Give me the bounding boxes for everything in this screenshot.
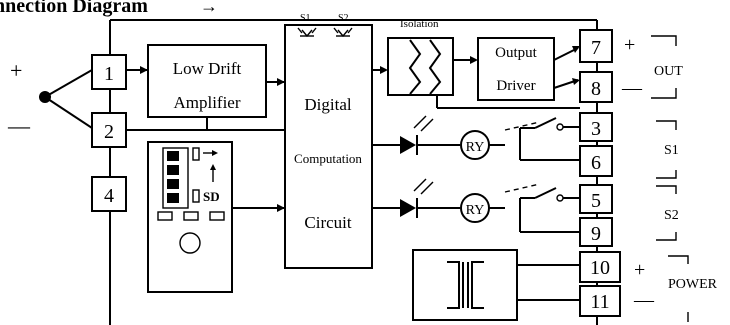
dip-switch-3 [167,179,179,189]
dip-switch-2 [167,165,179,175]
out-bracket-top [651,35,677,46]
sd-up-arrow-head [210,164,216,170]
sd-knob [179,232,201,254]
arrow-digital-isolation [380,66,388,74]
power-label: POWER [668,277,718,292]
terminal-5-label: 5 [591,190,601,212]
input-wire-minus [44,96,93,129]
terminal-4-label: 4 [104,185,114,207]
sd-label: SD [203,189,220,204]
input-wire-plus [44,69,93,98]
arrow-driver-t8 [572,78,580,85]
input-minus-sign: — [7,113,31,138]
sd-indicator-2 [192,189,200,203]
terminal-2-label: 2 [104,121,114,143]
digital-label-line1: Digital [304,95,351,114]
relay-1-contact [534,117,557,129]
led-s1-icon [297,27,317,38]
diagram-title: nnection Diagram [0,0,148,17]
digital-computation-block [284,24,373,269]
out-bracket-bottom [651,88,677,99]
terminal-11-label: 11 [590,291,609,313]
s2-bracket-bottom [656,232,677,241]
s2-bracket-top [656,185,677,194]
power-minus-sign: — [633,289,655,311]
photodiode-2-icon [400,199,416,217]
relay-2-contact [534,187,557,199]
arrow-t1-amp [140,66,148,74]
terminal-1-label: 1 [104,63,114,85]
isolation-block [387,37,454,96]
sd-pad-1 [157,211,173,221]
title-arrow: → [200,0,218,16]
input-plus-sign: + [10,58,22,83]
terminal-5 [579,184,613,214]
led-s1-label: S1 [300,13,311,24]
relay-coil-1-label: RY [466,140,485,155]
terminal-4 [91,176,127,212]
isolation-label: Isolation [400,18,439,30]
relay-1-linkage [504,121,541,131]
s2-output-label: S2 [664,208,679,223]
power-bracket-top [668,255,689,264]
amplifier-label-line1: Low Drift [173,59,242,78]
driver-label-line1: Output [495,45,538,61]
terminal-6-label: 6 [591,152,601,174]
transformer-icon [447,261,484,309]
arrow-driver-t7 [572,46,580,53]
dip-switch-4 [167,193,179,203]
arrow-amp-digital [277,78,285,86]
relay-1-node [556,123,564,131]
terminal-8 [579,71,613,103]
out-label: OUT [654,64,683,79]
led-s2-label: S2 [338,13,349,24]
terminal-7 [579,29,613,63]
isolation-coupler-right [428,39,442,95]
s1-bracket-top [656,120,677,130]
relay-2-linkage [504,183,541,193]
led-s2-icon [333,27,353,38]
amplifier-label-line2: Amplifier [173,93,240,112]
terminal-10 [579,251,621,283]
sd-pad-2 [183,211,199,221]
photodiode-1-ray-a [413,115,427,129]
terminal-1 [91,54,127,90]
terminal-3-label: 3 [591,118,601,140]
terminal-8-label: 8 [591,78,601,100]
power-plus-sign: + [634,259,645,281]
s1-output-label: S1 [664,143,679,158]
photodiode-2-ray-a [413,178,427,192]
driver-label-line2: Driver [496,78,535,94]
terminal-11 [579,285,621,317]
sd-indicator-1 [192,147,200,161]
out-minus-sign: — [621,77,643,99]
isolation-coupler-left [408,39,422,95]
out-plus-sign: + [624,34,635,56]
photodiode-1-ray-b [420,118,434,132]
relay-2-node [556,194,564,202]
output-driver-block [477,37,555,101]
digital-label-line2: Computation [294,151,362,166]
photodiode-2-ray-b [420,181,434,195]
sd-right-arrow-head [212,150,218,156]
digital-label-line3: Circuit [304,213,351,232]
arrow-isolation-driver [470,56,478,64]
arrow-sd-digital [277,204,285,212]
terminal-9 [579,217,613,247]
terminal-7-label: 7 [591,37,601,59]
photodiode-1-icon [400,136,416,154]
dip-switch-1 [167,151,179,161]
terminal-6 [579,145,613,177]
sd-pad-3 [209,211,225,221]
power-supply-block [412,249,518,321]
s1-bracket-bottom [656,170,677,179]
relay-coil-2-label: RY [466,203,485,218]
terminal-10-label: 10 [590,257,610,279]
terminal-9-label: 9 [591,223,601,245]
